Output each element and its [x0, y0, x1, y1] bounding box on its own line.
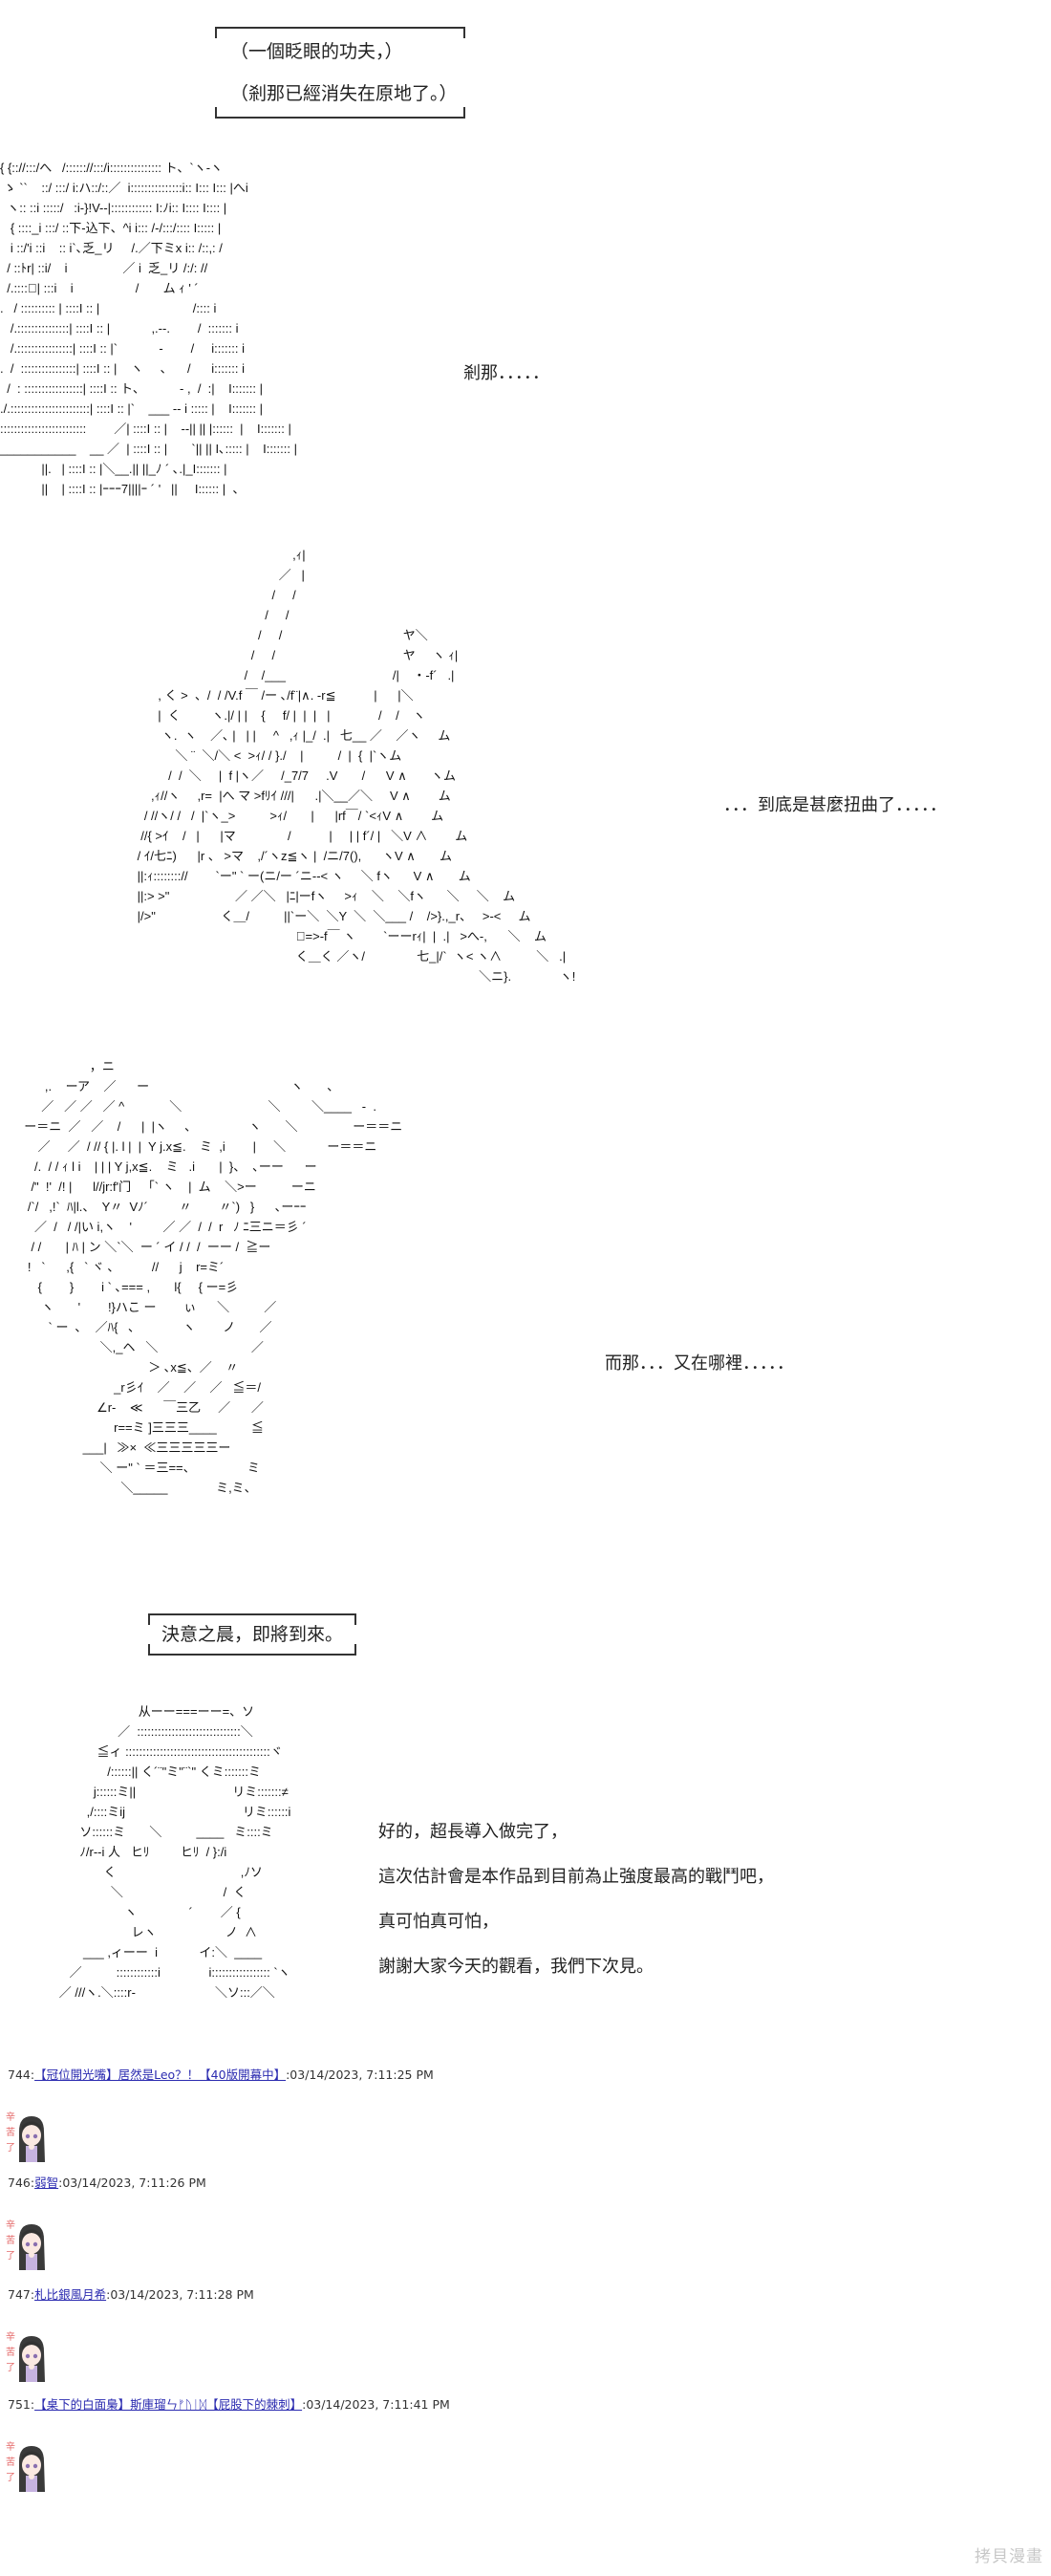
- avatar-character-icon: [19, 2224, 45, 2270]
- narration-setsuna: 剎那．．．．．: [463, 363, 549, 383]
- sticker-text: 辛苦了: [6, 2220, 15, 2262]
- ascii-art-figure-3: ，ニ ,. ーア ／ ー ヽ ､ ／ ／ ／ ／ ^ ＼ ＼ ＼____ - .…: [24, 1059, 403, 1495]
- narration-distortion: ．．．到底是甚麼扭曲了．．．．．: [723, 795, 947, 815]
- post-timestamp: 03/14/2023, 7:11:41 PM: [306, 2397, 450, 2412]
- post-timestamp: 03/14/2023, 7:11:26 PM: [62, 2176, 206, 2190]
- post-timestamp: 03/14/2023, 7:11:25 PM: [290, 2067, 434, 2082]
- reaction-sticker: 辛苦了: [6, 2111, 48, 2162]
- avatar-character-icon: [19, 2336, 45, 2382]
- post-header: 746:弱智:03/14/2023, 7:11:26 PM: [8, 2176, 206, 2190]
- ascii-art-distortion: ,ｨ| ／ | / / / / / /: [137, 548, 576, 984]
- reaction-sticker: 辛苦了: [6, 2219, 48, 2270]
- post-author-link[interactable]: 【冠位開光嘴】居然是Leo？！【40版開幕中】: [34, 2067, 287, 2082]
- narration-box-top: （一個眨眼的功夫，） （剎那已經消失在原地了。）: [214, 27, 466, 119]
- avatar-character-icon: [19, 2116, 45, 2162]
- post-number: 747: [8, 2287, 31, 2302]
- post-number: 744: [8, 2067, 31, 2082]
- watermark: 拷貝漫畫: [975, 2547, 1043, 2566]
- narration-where: 而那．．．又在哪裡．．．．．: [605, 1353, 794, 1374]
- closing-line: 好的，超長導入做完了，: [378, 1822, 568, 1842]
- closing-line: 這次估計會是本作品到目前為止強度最高的戰鬥吧，: [378, 1867, 774, 1887]
- post-header: 751:【桌下的白面梟】斯庫瑠ㄣᚠᚢᛁᛞ【屁股下的棘刺】:03/14/2023,…: [8, 2397, 450, 2412]
- post-header: 744:【冠位開光嘴】居然是Leo？！【40版開幕中】:03/14/2023, …: [8, 2067, 434, 2082]
- post-timestamp: 03/14/2023, 7:11:28 PM: [110, 2287, 254, 2302]
- ascii-art-character-face: 从ーー===ーー=、ソ ／ ::::::::::::::::::::::::::…: [58, 1704, 291, 2000]
- post-number: 746: [8, 2176, 31, 2190]
- sticker-text: 辛苦了: [6, 2112, 15, 2154]
- closing-message: 好的，超長導入做完了， 這次估計會是本作品到目前為止強度最高的戰鬥吧， 真可怕真…: [378, 1809, 774, 1989]
- closing-line: 真可怕真可怕，: [378, 1912, 499, 1932]
- sticker-text: 辛苦了: [6, 2442, 15, 2483]
- narration-line: 決意之晨，即將到來。: [161, 1624, 344, 1645]
- sticker-text: 辛苦了: [6, 2332, 15, 2373]
- avatar-character-icon: [19, 2446, 45, 2492]
- ascii-art-setsuna-standing: { {:://:::/へ /:::::://:::/i:::::::::::::…: [0, 161, 297, 496]
- narration-line: （一個眨眼的功夫，）: [230, 41, 403, 62]
- narration-box-dawn: 決意之晨，即將到來。: [147, 1613, 357, 1656]
- reaction-sticker: 辛苦了: [6, 2440, 48, 2492]
- reaction-sticker: 辛苦了: [6, 2330, 48, 2382]
- post-number: 751: [8, 2397, 31, 2412]
- closing-line: 謝謝大家今天的觀看，我們下次見。: [378, 1957, 654, 1977]
- post-header: 747:札比銀風月希:03/14/2023, 7:11:28 PM: [8, 2287, 254, 2302]
- post-author-link[interactable]: 【桌下的白面梟】斯庫瑠ㄣᚠᚢᛁᛞ【屁股下的棘刺】: [34, 2397, 303, 2412]
- narration-line: （剎那已經消失在原地了。）: [230, 83, 458, 104]
- post-author-link[interactable]: 札比銀風月希: [34, 2287, 107, 2302]
- post-author-link[interactable]: 弱智: [34, 2176, 59, 2190]
